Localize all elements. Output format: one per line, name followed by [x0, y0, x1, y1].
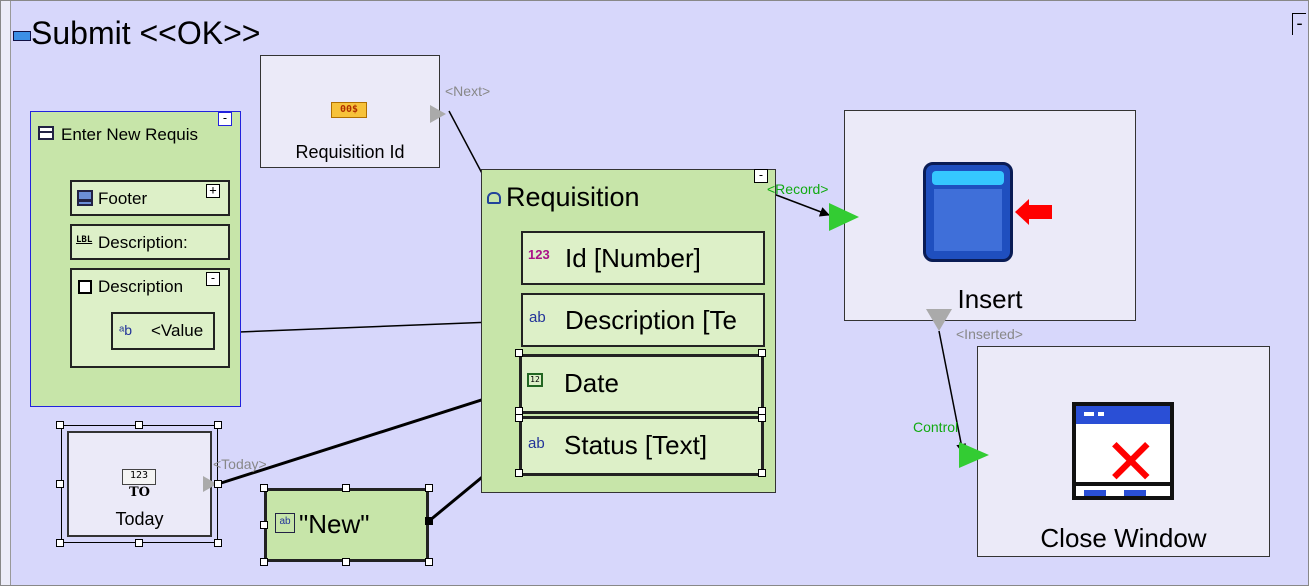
new-constant-label: "New": [299, 509, 370, 539]
field-date-label: Date: [564, 368, 619, 398]
label-icon: LBL: [76, 235, 93, 245]
selection-handle[interactable]: [758, 349, 766, 357]
selection-handle[interactable]: [260, 484, 268, 492]
sequence-icon: 00$: [331, 102, 367, 118]
today-icon-text: TO: [129, 485, 150, 500]
control-port-label: Control: [913, 419, 959, 435]
text-icon: ab: [528, 435, 545, 452]
field-status-label: Status [Text]: [564, 430, 708, 460]
connector-inserted-to-control: [938, 330, 967, 454]
selection-handle[interactable]: [515, 469, 523, 477]
insert-arrow-icon: [1015, 199, 1029, 225]
value-item[interactable]: ᵃb <Value: [111, 312, 215, 350]
insert-box[interactable]: Insert: [844, 110, 1136, 321]
next-port[interactable]: [430, 105, 446, 123]
today-port-label: <Today>: [213, 456, 267, 472]
footer-expand-button[interactable]: +: [206, 184, 220, 198]
footer-item[interactable]: Footer +: [70, 180, 230, 216]
footer-icon: [77, 190, 93, 206]
record-port-label: <Record>: [767, 181, 829, 197]
description-group[interactable]: Description - ᵃb <Value: [70, 268, 230, 368]
description-static-label: Description:: [98, 233, 188, 252]
checkbox-icon: [78, 280, 92, 294]
selection-handle[interactable]: [515, 414, 523, 422]
selection-handle[interactable]: [260, 521, 268, 529]
inserted-port-label: <Inserted>: [956, 326, 1023, 342]
today-output-port[interactable]: [203, 476, 217, 492]
requisition-collapse-button[interactable]: -: [754, 169, 768, 183]
number-icon: 123: [528, 247, 550, 262]
field-status[interactable]: ab Status [Text]: [519, 416, 764, 476]
today-box[interactable]: 123 TO Today: [67, 431, 212, 537]
window-close-icon: [1072, 402, 1174, 500]
control-input-port[interactable]: [959, 442, 989, 468]
calendar-icon: 123: [122, 469, 156, 485]
selection-handle[interactable]: [260, 558, 268, 566]
enter-new-panel[interactable]: Enter New Requis - Footer + LBL Descript…: [30, 111, 241, 407]
text-value-icon: ᵃb: [119, 322, 132, 338]
window-icon: [38, 126, 54, 140]
description-label-item[interactable]: LBL Description:: [70, 224, 230, 260]
title-marker-icon: [13, 31, 31, 41]
selection-handle[interactable]: [135, 539, 143, 547]
selection-handle[interactable]: [56, 421, 64, 429]
record-icon: [487, 192, 501, 204]
value-label: <Value: [151, 321, 204, 340]
description-group-label: Description: [98, 277, 184, 296]
requisition-id-box[interactable]: 00$ Requisition Id: [260, 55, 440, 168]
connector-value-to-description: [213, 316, 518, 334]
canvas-collapse-button[interactable]: -: [1292, 13, 1306, 35]
insert-label: Insert: [957, 284, 1023, 314]
field-id[interactable]: 123 Id [Number]: [521, 231, 765, 285]
requisition-id-label: Requisition Id: [295, 142, 405, 162]
selection-handle[interactable]: [342, 484, 350, 492]
field-date[interactable]: 12 Date: [519, 354, 764, 414]
text-icon: ab: [529, 309, 546, 326]
selection-handle[interactable]: [515, 349, 523, 357]
requisition-title: Requisition: [506, 182, 640, 212]
database-icon: [923, 162, 1013, 262]
connector-record-to-insert: [770, 192, 830, 217]
record-input-port[interactable]: [829, 203, 859, 231]
selection-handle[interactable]: [425, 558, 433, 566]
field-description[interactable]: ab Description [Te: [521, 293, 765, 347]
selection-handle[interactable]: [425, 484, 433, 492]
connector-today-to-date: [217, 386, 517, 486]
selection-handle[interactable]: [342, 558, 350, 566]
today-label: Today: [115, 509, 164, 529]
inserted-output-port[interactable]: [926, 309, 952, 331]
selection-handle[interactable]: [425, 517, 433, 525]
constant-icon: ab: [275, 513, 295, 533]
red-x-icon: ✕: [1104, 426, 1158, 500]
insert-arrow-tail: [1028, 205, 1052, 219]
canvas-title: Submit <<OK>>: [31, 15, 261, 51]
selection-handle[interactable]: [214, 480, 222, 488]
field-description-label: Description [Te: [565, 305, 737, 335]
next-port-label: <Next>: [445, 83, 491, 99]
canvas-left-edge: [1, 1, 11, 585]
description-group-collapse-button[interactable]: -: [206, 272, 220, 286]
close-window-label: Close Window: [1040, 523, 1207, 553]
selection-handle[interactable]: [214, 539, 222, 547]
requisition-block[interactable]: Requisition - 123 Id [Number] ab Descrip…: [481, 169, 776, 493]
selection-handle[interactable]: [214, 421, 222, 429]
selection-handle[interactable]: [135, 421, 143, 429]
new-constant-box[interactable]: ab "New": [264, 488, 429, 562]
selection-handle[interactable]: [56, 539, 64, 547]
date-icon: 12: [527, 373, 543, 387]
selection-handle[interactable]: [56, 480, 64, 488]
selection-handle[interactable]: [758, 469, 766, 477]
footer-label: Footer: [98, 189, 148, 208]
close-window-box[interactable]: ✕ Close Window: [977, 346, 1270, 557]
selection-handle[interactable]: [758, 414, 766, 422]
field-id-label: Id [Number]: [565, 243, 701, 273]
enter-new-panel-title: Enter New Requis: [61, 125, 199, 144]
enter-new-collapse-button[interactable]: -: [218, 112, 232, 126]
